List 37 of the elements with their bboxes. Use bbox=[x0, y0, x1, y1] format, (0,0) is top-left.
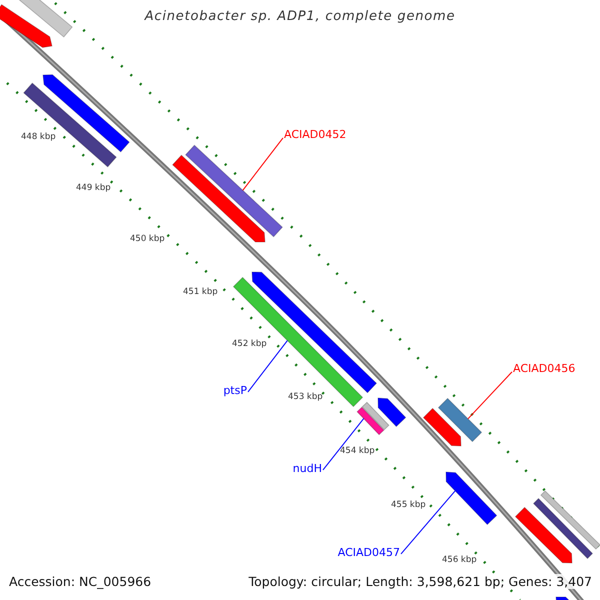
gene-label: nudH bbox=[292, 462, 322, 476]
gene-feature bbox=[532, 498, 594, 560]
scale-label: 453 kbp bbox=[288, 392, 323, 402]
scale-label: 448 kbp bbox=[21, 132, 56, 142]
scale-label: 449 kbp bbox=[76, 183, 111, 194]
gene-feature bbox=[42, 74, 130, 152]
leader-line bbox=[242, 137, 284, 191]
scale-label: 454 kbp bbox=[340, 446, 375, 456]
scale-label: 455 kbp bbox=[391, 500, 426, 510]
gene-label: ptsP bbox=[223, 384, 247, 398]
gene-feature bbox=[362, 402, 390, 430]
scale-label: 452 kbp bbox=[232, 339, 267, 350]
gene-feature bbox=[252, 272, 378, 394]
gene-feature bbox=[172, 154, 266, 242]
scale-label: 451 kbp bbox=[183, 287, 218, 298]
gene-feature bbox=[185, 144, 283, 238]
leader-line bbox=[248, 340, 288, 392]
accession-text: Accession: NC_005966 bbox=[9, 574, 152, 589]
scale-label: 456 kbp bbox=[442, 555, 477, 566]
diagram-title: Acinetobacter sp. ADP1, complete genome bbox=[143, 9, 456, 25]
gene-feature bbox=[0, 4, 52, 48]
gene-feature bbox=[23, 82, 117, 168]
gene-label: ACIAD0456 bbox=[513, 362, 576, 376]
genome-summary-text: Topology: circular; Length: 3,598,621 bp; Genes: 3,407 bbox=[248, 574, 592, 589]
gene-feature bbox=[422, 408, 462, 446]
leader-line bbox=[322, 418, 364, 470]
gene-feature bbox=[438, 398, 482, 442]
leader-line bbox=[400, 490, 456, 554]
gene-feature bbox=[514, 506, 572, 564]
gene-feature bbox=[378, 398, 406, 428]
scale-label: 450 kbp bbox=[130, 234, 165, 244]
gene-label: ACIAD0457 bbox=[338, 546, 400, 560]
gene-feature bbox=[540, 490, 600, 550]
gene-feature bbox=[446, 472, 498, 526]
gene-label: ACIAD0452 bbox=[284, 128, 346, 142]
leader-line bbox=[468, 371, 512, 420]
gene-feature bbox=[356, 406, 384, 436]
